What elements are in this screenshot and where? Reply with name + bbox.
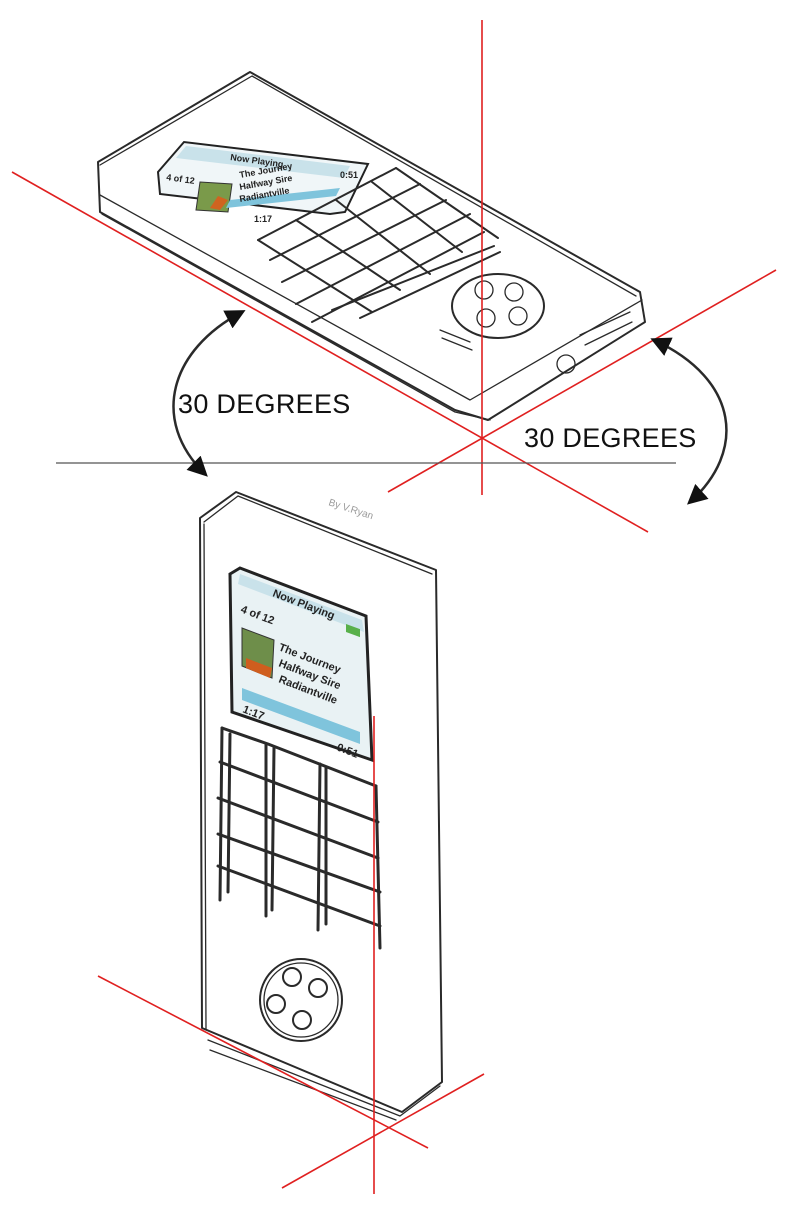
bottom-phone-keypad <box>216 726 382 950</box>
top-phone-sketch: Now Playing 4 of 12 The Journey Halfway … <box>97 71 646 421</box>
angle-label-right: 30 DEGREES <box>524 423 697 453</box>
bottom-phone-sketch: Now Playing 4 of 12 The Journey Halfway … <box>199 491 443 1121</box>
top-phone-nav-pad <box>451 273 545 339</box>
bottom-phone-nav-pad <box>259 958 343 1042</box>
top-screen-remaining: 0:51 <box>340 170 358 180</box>
bottom-construction-lines <box>97 716 485 1194</box>
angle-arrow-right <box>650 337 728 505</box>
credit-text: By V.Ryan <box>327 497 374 522</box>
angle-arrow-left <box>172 310 246 477</box>
top-phone-keypad <box>257 167 501 323</box>
bottom-phone-screen: Now Playing 4 of 12 The Journey Halfway … <box>228 566 374 763</box>
top-phone-jack-icon <box>556 354 576 374</box>
top-screen-track-index: 4 of 12 <box>166 172 196 186</box>
angle-label-left: 30 DEGREES <box>178 389 351 419</box>
top-phone-body <box>97 71 646 421</box>
top-phone-screen: Now Playing 4 of 12 The Journey Halfway … <box>156 140 370 224</box>
top-screen-elapsed: 1:17 <box>254 214 272 224</box>
bottom-phone-body <box>199 491 443 1113</box>
top-construction-lines <box>11 20 777 533</box>
